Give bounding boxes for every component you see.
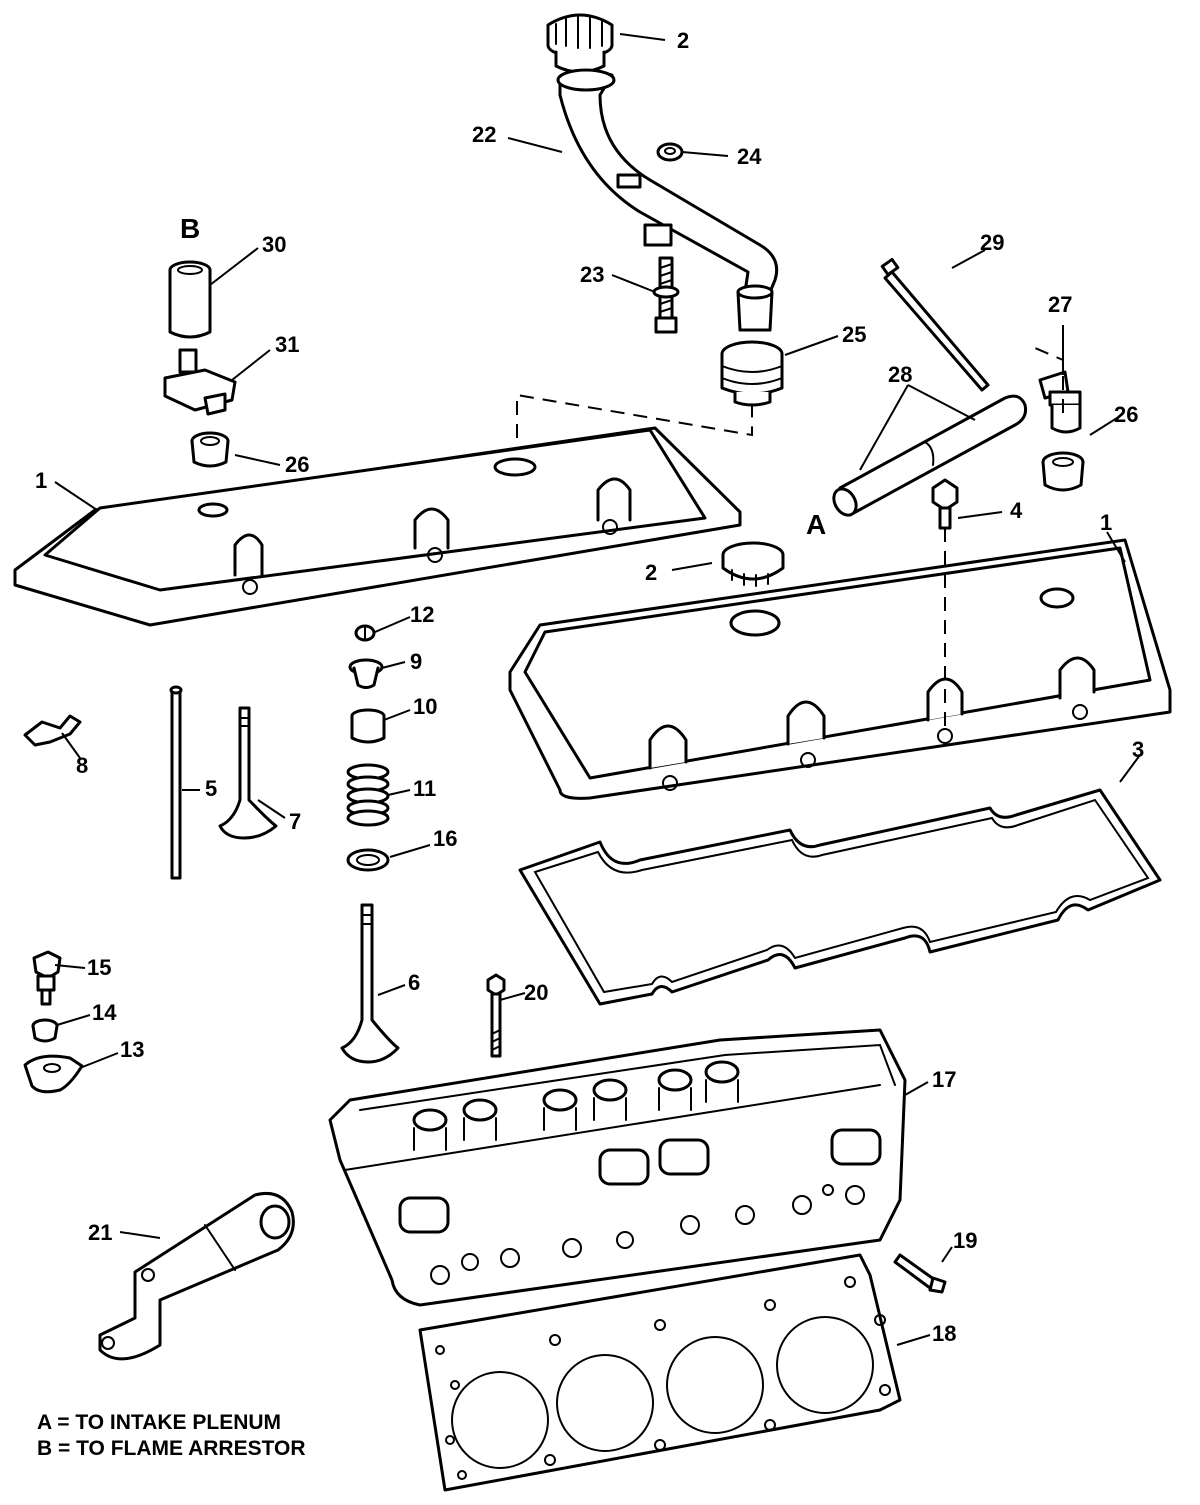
callout-31: 31 bbox=[275, 332, 299, 357]
callout-23: 23 bbox=[580, 262, 604, 287]
head-bolt-holes bbox=[430, 1184, 865, 1285]
callout-16: 16 bbox=[433, 826, 457, 851]
cover-bolt bbox=[931, 478, 959, 530]
callout-28: 28 bbox=[888, 362, 912, 387]
view-label-b: B bbox=[180, 213, 200, 244]
callout-11: 11 bbox=[413, 776, 436, 801]
breather-tube bbox=[556, 68, 779, 332]
valve-seal bbox=[350, 708, 386, 744]
callout-20: 20 bbox=[524, 980, 548, 1005]
oil-fill-cap-top bbox=[546, 13, 614, 74]
stud bbox=[652, 256, 680, 334]
valve-keepers bbox=[354, 624, 376, 642]
callout-4: 4 bbox=[1010, 498, 1023, 523]
callout-2-cover: 2 bbox=[645, 560, 657, 585]
rocker-cover-right bbox=[508, 538, 1172, 800]
valve-spring-retainer bbox=[348, 658, 384, 689]
valve-spring bbox=[346, 763, 390, 827]
elbow-fitting bbox=[1038, 370, 1082, 434]
callout-10: 10 bbox=[413, 694, 437, 719]
valve-springs-row bbox=[412, 1060, 740, 1151]
valve-shim bbox=[346, 848, 390, 872]
lifting-bracket bbox=[98, 1191, 295, 1361]
hose-b bbox=[168, 260, 212, 339]
callout-22: 22 bbox=[472, 122, 496, 147]
callout-7: 7 bbox=[289, 809, 301, 834]
callout-21: 21 bbox=[88, 1220, 112, 1245]
callout-9: 9 bbox=[410, 649, 422, 674]
callout-2-top: 2 bbox=[677, 28, 689, 53]
legend: A = TO INTAKE PLENUM B = TO FLAME ARREST… bbox=[37, 1410, 306, 1462]
hose-a bbox=[832, 394, 1027, 517]
grommet-right bbox=[1041, 451, 1085, 492]
head-bolt-short bbox=[893, 1253, 947, 1294]
legend-line-a: A = TO INTAKE PLENUM bbox=[37, 1411, 282, 1434]
callout-1-right: 1 bbox=[1100, 510, 1112, 535]
exhaust-ports bbox=[398, 1128, 882, 1234]
nut bbox=[656, 142, 684, 162]
cylinder-head bbox=[328, 1028, 907, 1307]
callout-24: 24 bbox=[737, 144, 762, 169]
rocker-cover-left bbox=[13, 426, 742, 627]
callout-6: 6 bbox=[408, 970, 420, 995]
callout-14: 14 bbox=[92, 1000, 117, 1025]
callout-8: 8 bbox=[76, 753, 88, 778]
callout-29: 29 bbox=[980, 230, 1004, 255]
callout-19: 19 bbox=[953, 1228, 977, 1253]
callout-1-left: 1 bbox=[35, 468, 47, 493]
oil-fill-cap-cover bbox=[721, 541, 785, 587]
callout-labels: 2 22 24 23 25 30 31 26 1 29 28 27 26 4 2… bbox=[35, 28, 1144, 1346]
cable-tie bbox=[880, 257, 990, 392]
callout-17: 17 bbox=[932, 1067, 956, 1092]
callout-3: 3 bbox=[1132, 737, 1144, 762]
callout-26-left: 26 bbox=[285, 452, 309, 477]
exhaust-valve bbox=[340, 903, 400, 1064]
callout-27: 27 bbox=[1048, 292, 1072, 317]
head-gasket bbox=[418, 1253, 902, 1492]
callout-13: 13 bbox=[120, 1037, 144, 1062]
view-label-a: A bbox=[806, 509, 826, 540]
rocker-arm bbox=[23, 1054, 84, 1094]
assembly-line-left bbox=[516, 393, 753, 438]
pcv-valve bbox=[163, 348, 237, 416]
callout-26-right: 26 bbox=[1114, 402, 1138, 427]
head-bolt bbox=[486, 973, 506, 1058]
legend-line-b: B = TO FLAME ARRESTOR bbox=[37, 1437, 306, 1460]
intake-valve bbox=[218, 706, 278, 840]
callout-5: 5 bbox=[205, 776, 217, 801]
rocker-ball bbox=[31, 1018, 59, 1043]
callout-18: 18 bbox=[932, 1321, 956, 1346]
callout-12: 12 bbox=[410, 602, 434, 627]
rocker-cover-gasket bbox=[518, 788, 1162, 1006]
breather-grommet bbox=[720, 340, 784, 407]
leader-lines bbox=[54, 33, 1141, 1346]
rocker-arm-stud bbox=[32, 950, 62, 1006]
callout-15: 15 bbox=[87, 955, 111, 980]
callout-25: 25 bbox=[842, 322, 866, 347]
callout-30: 30 bbox=[262, 232, 286, 257]
pushrod bbox=[169, 685, 183, 880]
grommet-left bbox=[190, 431, 230, 468]
pushrod-guide-clip bbox=[23, 714, 82, 747]
